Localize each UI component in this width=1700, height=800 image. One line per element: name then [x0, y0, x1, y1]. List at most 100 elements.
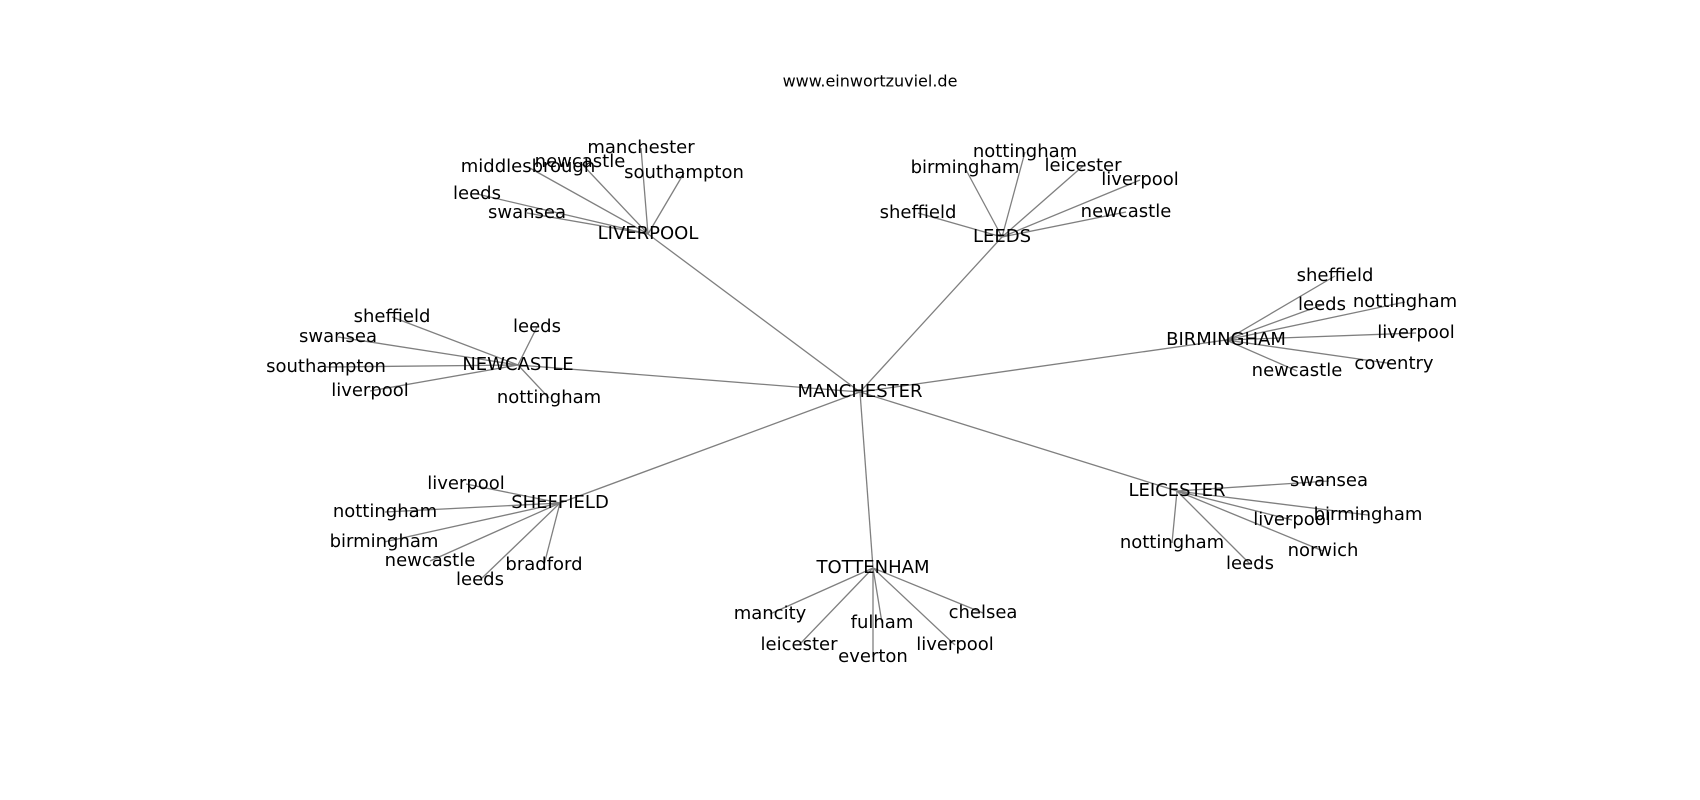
hub-node-label: TOTTENHAM	[815, 557, 929, 578]
edge-hub-3-leaf-0	[391, 316, 519, 366]
edge-hub-3-leaf-3	[325, 364, 519, 368]
leaf-node-label: birmingham	[911, 157, 1020, 178]
leaf-node-label: coventry	[1354, 353, 1434, 374]
leaf-node-label: liverpool	[916, 634, 994, 655]
leaf-node-label: nottingham	[497, 387, 601, 408]
hub-node-label: LEEDS	[973, 226, 1031, 247]
leaf-node-label: liverpool	[1377, 322, 1455, 343]
edge-hub-5-leaf-3	[798, 567, 874, 646]
leaf-node-label: nottingham	[973, 141, 1077, 162]
edges-layer	[325, 147, 1417, 657]
edge-center-to-hub-3	[517, 364, 861, 393]
edge-hub-0-leaf-0	[640, 147, 649, 235]
hub-node-label: LIVERPOOL	[598, 223, 699, 244]
hub-node-label: NEWCASTLE	[462, 354, 573, 375]
edge-hub-6-leaf-5	[1176, 490, 1251, 565]
edge-hub-4-leaf-0	[465, 483, 561, 504]
edge-center-to-hub-4	[559, 391, 861, 504]
leaf-node-label: sheffield	[1297, 265, 1374, 286]
edge-hub-1-leaf-2	[1001, 165, 1084, 238]
edge-hub-6-leaf-0	[1176, 480, 1330, 492]
leaf-node-label: norwich	[1288, 540, 1359, 561]
edge-hub-6-leaf-2	[1176, 490, 1293, 521]
edge-hub-0-leaf-3	[647, 172, 685, 235]
leaf-node-label: liverpool	[1101, 169, 1179, 190]
edge-hub-2-leaf-0	[1225, 275, 1336, 341]
edge-hub-2-leaf-2	[1225, 301, 1406, 341]
edge-center-to-hub-2	[859, 339, 1227, 393]
edge-center-to-hub-0	[647, 233, 861, 393]
leaf-node-label: mancity	[734, 603, 807, 624]
leaf-node-label: sheffield	[880, 202, 957, 223]
edge-hub-6-leaf-3	[1171, 490, 1178, 544]
edge-hub-1-leaf-5	[1001, 211, 1127, 238]
center-node-label: MANCHESTER	[797, 381, 922, 402]
leaf-node-label: middlesbrough	[461, 156, 596, 177]
leaf-node-label: swansea	[1290, 470, 1368, 491]
leaf-node-label: leeds	[1226, 553, 1274, 574]
leaf-node-label: everton	[838, 646, 908, 667]
leaf-node-label: nottingham	[1353, 291, 1457, 312]
edge-hub-5-leaf-1	[872, 567, 984, 614]
leaf-node-label: newcastle	[535, 151, 626, 172]
leaf-node-label: birmingham	[330, 531, 439, 552]
leaf-node-label: birmingham	[1314, 504, 1423, 525]
leaf-node-label: southampton	[266, 356, 386, 377]
leaf-node-label: fulham	[851, 612, 914, 633]
edge-hub-4-leaf-4	[543, 502, 561, 566]
edge-hub-4-leaf-5	[479, 502, 561, 581]
leaf-node-label: swansea	[488, 202, 566, 223]
leaf-node-label: leeds	[1298, 294, 1346, 315]
leaf-node-label: chelsea	[949, 602, 1018, 623]
edge-hub-2-leaf-3	[1225, 332, 1417, 341]
edge-hub-3-leaf-2	[517, 326, 538, 366]
leaf-node-label: newcastle	[385, 550, 476, 571]
leaf-node-label: bradford	[505, 554, 582, 575]
leaf-node-label: southampton	[624, 162, 744, 183]
edge-hub-0-leaf-1	[579, 161, 649, 235]
edge-hub-5-leaf-2	[872, 567, 883, 624]
leaf-node-label: newcastle	[1252, 360, 1343, 381]
watermark-text: www.einwortzuviel.de	[783, 72, 958, 91]
leaf-node-label: liverpool	[427, 473, 505, 494]
edge-hub-2-leaf-5	[1225, 339, 1298, 372]
edge-hub-4-leaf-3	[429, 502, 561, 562]
leaf-node-label: leeds	[456, 569, 504, 590]
edge-hub-4-leaf-1	[384, 502, 561, 513]
edge-center-to-hub-1	[859, 236, 1003, 393]
leaf-node-label: leeds	[453, 183, 501, 204]
edge-hub-6-leaf-1	[1176, 490, 1369, 516]
leaf-node-label: sheffield	[354, 306, 431, 327]
edge-hub-1-leaf-0	[1001, 151, 1026, 238]
edge-hub-1-leaf-1	[964, 167, 1003, 238]
leaf-node-label: liverpool	[331, 380, 409, 401]
edge-hub-1-leaf-3	[1001, 179, 1141, 238]
edge-hub-5-leaf-4	[872, 567, 956, 646]
edge-center-to-hub-6	[859, 391, 1178, 492]
edge-hub-0-leaf-5	[526, 212, 649, 235]
leaf-node-label: leicester	[761, 634, 839, 655]
edge-hub-1-leaf-4	[917, 212, 1003, 238]
edge-hub-5-leaf-0	[769, 567, 874, 615]
leaf-node-label: newcastle	[1081, 201, 1172, 222]
leaf-node-label: manchester	[587, 137, 695, 158]
hub-node-label: BIRMINGHAM	[1166, 329, 1286, 350]
edge-hub-6-leaf-4	[1176, 490, 1324, 552]
edge-hub-3-leaf-4	[369, 364, 519, 392]
edge-hub-0-leaf-2	[527, 166, 649, 235]
leaf-node-label: leicester	[1045, 155, 1123, 176]
leaf-node-label: liverpool	[1253, 509, 1331, 530]
leaf-node-label: nottingham	[333, 501, 437, 522]
edge-hub-3-leaf-5	[517, 364, 550, 399]
leaf-node-label: swansea	[299, 326, 377, 347]
labels-layer: www.einwortzuviel.de MANCHESTER LIVERPOO…	[266, 72, 1457, 668]
hub-node-label: LEICESTER	[1129, 480, 1226, 501]
edge-center-to-hub-5	[859, 391, 874, 569]
edge-hub-4-leaf-2	[383, 502, 561, 543]
leaf-node-label: nottingham	[1120, 532, 1224, 553]
edge-hub-2-leaf-4	[1225, 339, 1395, 365]
hub-node-label: SHEFFIELD	[511, 492, 609, 513]
edge-hub-2-leaf-1	[1225, 304, 1323, 341]
